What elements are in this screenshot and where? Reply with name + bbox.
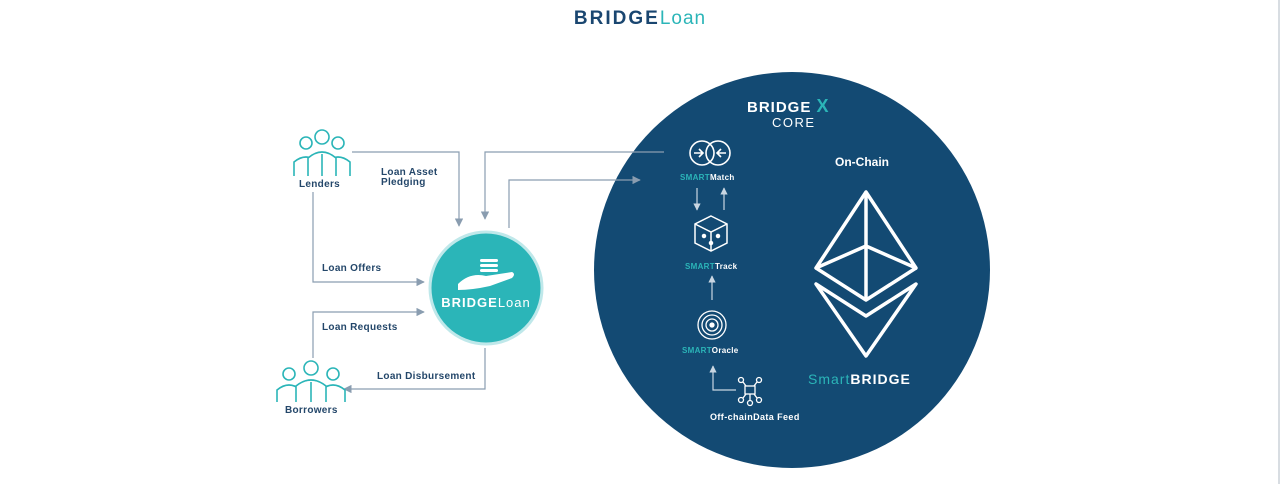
loan-offers-label: Loan Offers <box>322 263 382 274</box>
bridgex-brand-bridge: BRIDGE <box>747 99 812 116</box>
offchain-data-feed-label: Off-chainData Feed <box>710 412 800 422</box>
arrow-loan-offers <box>312 192 425 287</box>
lenders-icon <box>293 129 351 176</box>
arrow-hub-to-core <box>508 175 641 228</box>
hand-coins-icon <box>458 259 514 290</box>
loan-requests-label: Loan Requests <box>322 322 398 333</box>
arrow-loan-requests <box>312 307 425 358</box>
title-bridge: BRIDGE <box>573 8 660 29</box>
bridgex-core-circle <box>594 72 990 468</box>
loan-asset-pledging-label-line1: Loan Asset <box>381 167 438 178</box>
smarttrack-label: SMARTTrack <box>685 262 738 271</box>
bridgex-brand: BRIDGE X <box>747 96 830 117</box>
smartmatch-label: SMARTMatch <box>680 173 735 182</box>
smartbridge-label: SmartBRIDGE <box>808 371 911 387</box>
on-chain-label: On-Chain <box>835 155 889 169</box>
title-loan: Loan <box>659 8 707 29</box>
bridgex-brand-x: X <box>816 96 830 116</box>
loan-asset-pledging-label-line2: Pledging <box>381 177 426 188</box>
smartmatch-icon <box>689 140 731 166</box>
smartoracle-label: SMARTOracle <box>682 346 739 355</box>
smartoracle-icon <box>697 310 727 340</box>
arrow-loan-disbursement <box>343 348 486 394</box>
hub-label-loan: Loan <box>497 295 531 310</box>
ethereum-diamond-icon <box>814 190 918 358</box>
borrowers-label: Borrowers <box>285 405 338 416</box>
page-title: BRIDGELoan <box>0 8 1280 30</box>
smarttrack-cube-icon <box>694 215 728 252</box>
arrow-loan-asset-pledging <box>352 151 464 227</box>
window-edge <box>1278 0 1280 484</box>
bridgeloan-hub-circle <box>428 230 544 346</box>
hub-label: BRIDGELoan <box>430 295 542 310</box>
hub-label-bridge: BRIDGE <box>441 295 498 310</box>
borrowers-icon <box>276 360 346 402</box>
arrow-core-to-hub <box>480 151 664 220</box>
lenders-label: Lenders <box>299 179 341 190</box>
offchain-network-icon <box>737 376 763 407</box>
core-subtitle: CORE <box>772 115 816 130</box>
loan-disbursement-label: Loan Disbursement <box>377 371 476 382</box>
